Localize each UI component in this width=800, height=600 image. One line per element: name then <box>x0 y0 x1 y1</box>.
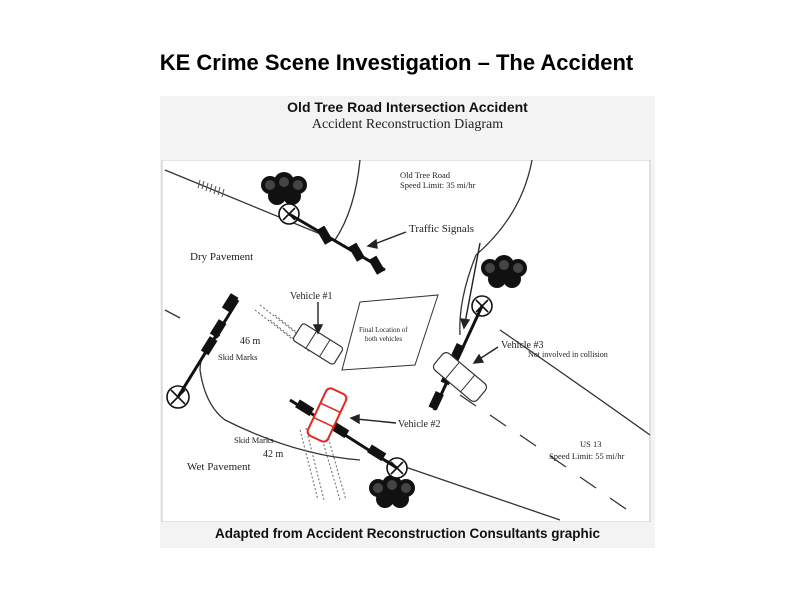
skid1-distance-label: 46 m <box>240 336 261 347</box>
final-location-line1: Final Location of <box>359 326 408 334</box>
vehicle3-label: Vehicle #3 <box>501 340 544 351</box>
skid2-distance-label: 42 m <box>263 449 284 460</box>
final-location-line2: both vehicles <box>365 335 402 343</box>
reconstruction-diagram: Old Tree Road Speed Limit: 35 mi/hr Traf… <box>161 160 651 522</box>
us13-label: US 13 <box>580 439 602 449</box>
road-hatching <box>197 179 225 198</box>
traffic-signal-left <box>166 293 240 409</box>
skid2-label: Skid Marks <box>234 435 273 445</box>
pointer-arrows <box>312 231 499 425</box>
figure-caption: Adapted from Accident Reconstruction Con… <box>214 526 601 541</box>
accident-figure: Old Tree Road Intersection Accident Acci… <box>160 96 655 548</box>
final-location-box <box>341 294 439 371</box>
skid-marks-vehicle1 <box>254 304 316 353</box>
vehicle1-car <box>292 323 344 365</box>
traffic-signals-label: Traffic Signals <box>409 223 474 235</box>
vehicle2-car <box>306 387 348 443</box>
figure-title: Old Tree Road Intersection Accident <box>287 99 528 115</box>
vehicle3-car <box>432 352 488 402</box>
old-tree-road-speed: Speed Limit: 35 mi/hr <box>400 180 475 190</box>
slide-title: KE Crime Scene Investigation – The Accid… <box>159 50 634 75</box>
vehicle2-label: Vehicle #2 <box>398 419 441 430</box>
old-tree-road-label: Old Tree Road <box>400 170 451 180</box>
vehicle1-label: Vehicle #1 <box>290 291 333 302</box>
us13-speed: Speed Limit: 55 mi/hr <box>549 451 624 461</box>
traffic-signal-top <box>278 203 386 275</box>
dry-pavement-label: Dry Pavement <box>190 251 253 263</box>
lane-divider <box>459 394 627 510</box>
traffic-signal-bottom <box>289 398 408 479</box>
vehicle3-note: Not involved in collision <box>528 350 608 359</box>
wet-pavement-label: Wet Pavement <box>187 461 251 473</box>
skid1-label: Skid Marks <box>218 352 257 362</box>
figure-subtitle: Accident Reconstruction Diagram <box>311 117 504 132</box>
